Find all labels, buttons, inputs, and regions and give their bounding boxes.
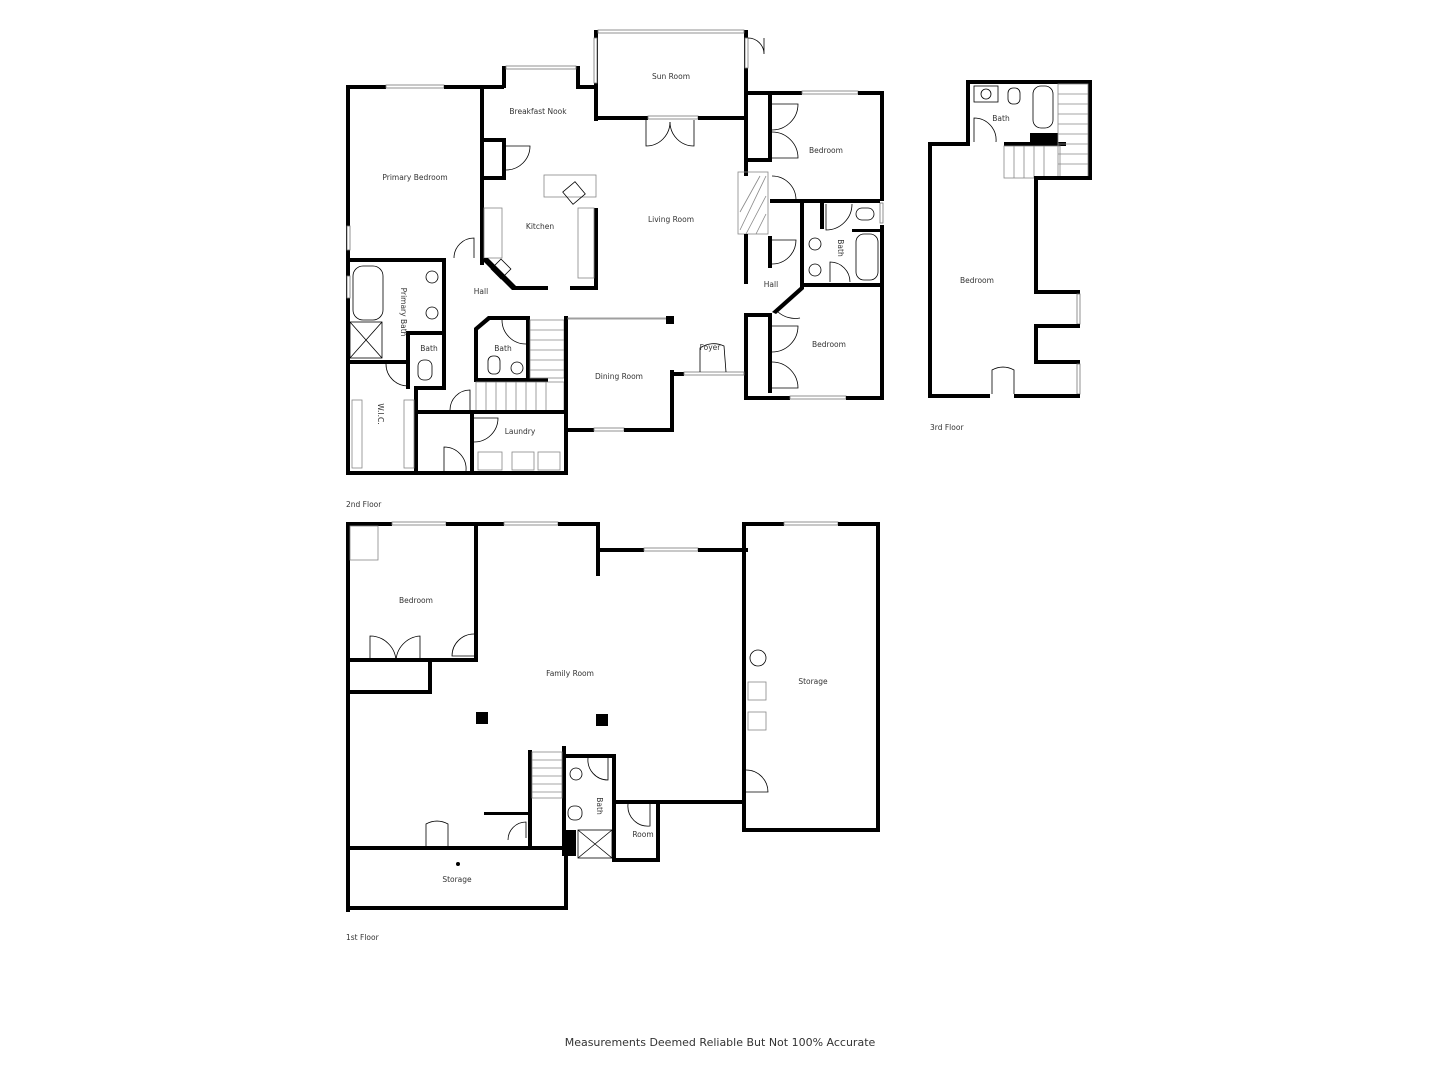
sun-room: Sun Room xyxy=(593,29,765,147)
center-core: Hall Bath Laundry xyxy=(418,287,568,475)
room-label-wic: W.I.C. xyxy=(376,403,385,424)
room-label-primary-bath: Primary Bath xyxy=(399,288,408,337)
room-label-family-room: Family Room xyxy=(546,669,594,678)
floor-label-first: 1st Floor xyxy=(346,933,380,942)
room-label-third-bath: Bath xyxy=(992,114,1010,123)
first-floor-plan: Bedroom Family Room Storage Bath Room St… xyxy=(346,521,880,942)
room-label-bath-center: Bath xyxy=(494,344,512,353)
room-label-dining-room: Dining Room xyxy=(595,372,643,381)
room-label-storage-south: Storage xyxy=(442,875,472,884)
living-room: Living Room xyxy=(648,116,769,284)
room-label-bath-east: Bath xyxy=(836,239,845,257)
room-label-primary-bedroom: Primary Bedroom xyxy=(382,173,447,182)
kitchen-area: Breakfast Nook Kitchen xyxy=(483,65,598,290)
room-label-first-bedroom: Bedroom xyxy=(399,596,433,605)
room-label-kitchen: Kitchen xyxy=(526,222,554,231)
dining-foyer: Dining Room Foyer xyxy=(567,316,745,432)
room-label-sun-room: Sun Room xyxy=(652,72,690,81)
disclaimer-text: Measurements Deemed Reliable But Not 100… xyxy=(564,1036,876,1049)
floor-label-third: 3rd Floor xyxy=(930,423,964,432)
room-label-foyer: Foyer xyxy=(700,343,722,352)
room-label-living-room: Living Room xyxy=(648,215,694,224)
room-label-bedroom-se: Bedroom xyxy=(812,340,846,349)
room-label-third-bedroom: Bedroom xyxy=(960,276,994,285)
room-label-bedroom-ne: Bedroom xyxy=(809,146,843,155)
room-label-first-bath: Bath xyxy=(595,797,604,815)
room-label-bath-small: Bath xyxy=(420,344,438,353)
third-floor-plan: Bath Bedroom 3rd Floor xyxy=(928,80,1092,432)
room-label-laundry: Laundry xyxy=(505,427,536,436)
floor-label-second: 2nd Floor xyxy=(346,500,382,509)
second-floor-plan: Sun Room Primary Bedroom xyxy=(346,29,884,509)
room-label-hall: Hall xyxy=(474,287,488,296)
room-label-room: Room xyxy=(632,830,653,839)
room-label-hall-east: Hall xyxy=(764,280,778,289)
room-label-breakfast-nook: Breakfast Nook xyxy=(509,107,567,116)
east-wing: Bedroom Bath Hall Bedroom xyxy=(744,90,884,400)
room-label-storage-east: Storage xyxy=(798,677,828,686)
primary-bath-area: Primary Bath Bath W.I.C. xyxy=(346,258,472,475)
